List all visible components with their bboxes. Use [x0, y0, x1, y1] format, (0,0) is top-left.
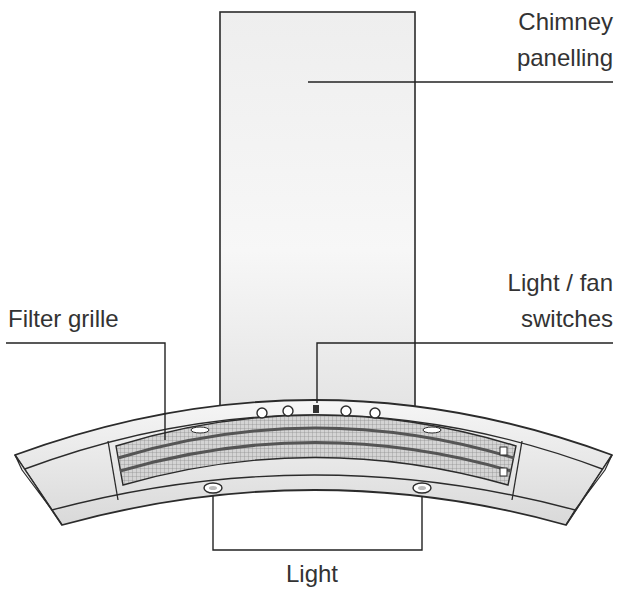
- part-label: Light: [232, 556, 392, 592]
- hood-body: [15, 400, 612, 525]
- part-label: Light / fan switches: [463, 265, 613, 337]
- hood-end-right: [566, 455, 612, 525]
- grille-catch: [500, 447, 507, 455]
- light: [413, 483, 431, 493]
- grille-clip: [191, 427, 209, 433]
- part-label: Filter grille: [8, 301, 178, 337]
- switch-indicator: [313, 405, 319, 413]
- switch-button: [370, 408, 380, 418]
- light-lens: [418, 486, 426, 490]
- hood-end-left: [15, 455, 62, 525]
- grille-clip: [423, 427, 441, 433]
- filter-grille: [116, 415, 516, 485]
- switch-button: [283, 406, 293, 416]
- part-label: Chimney panelling: [473, 4, 613, 76]
- grille-bar: [120, 443, 511, 472]
- switch-button: [257, 408, 267, 418]
- switch-button: [341, 406, 351, 416]
- light: [204, 483, 222, 493]
- leader-line: [308, 81, 613, 82]
- light-lens: [209, 486, 217, 490]
- leader-line: [6, 343, 165, 440]
- grille-catch: [500, 468, 507, 476]
- leader-line: [317, 343, 613, 403]
- leader-bracket: [213, 496, 422, 550]
